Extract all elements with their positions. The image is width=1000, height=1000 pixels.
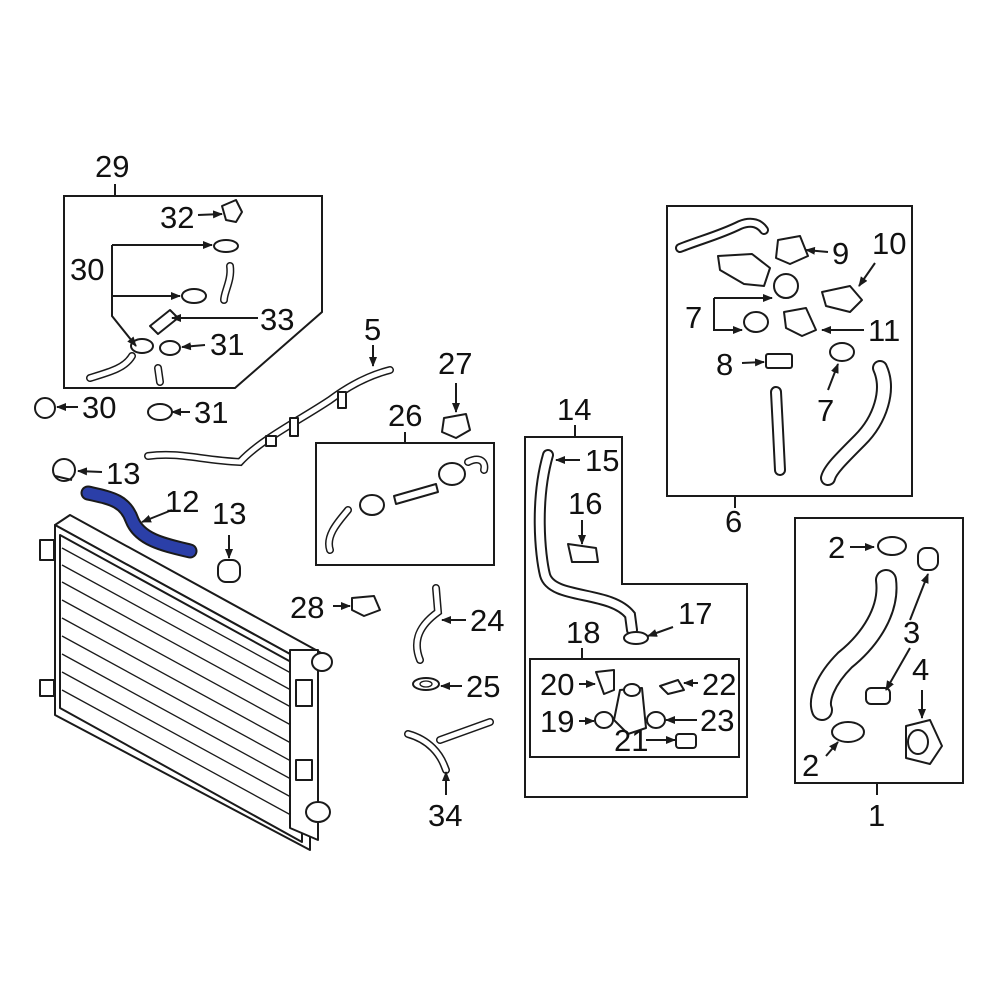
bracket-16 bbox=[567, 543, 599, 563]
group-1-parts bbox=[810, 536, 943, 765]
callout-1: 1 bbox=[868, 798, 885, 833]
group-29-parts bbox=[86, 199, 243, 386]
clamp-27 bbox=[441, 413, 471, 439]
group-box-14 bbox=[524, 436, 748, 798]
callout-29: 29 bbox=[95, 149, 129, 184]
callout-16: 16 bbox=[568, 486, 602, 521]
callout-3: 3 bbox=[903, 615, 920, 650]
clamp-13-left bbox=[52, 458, 76, 482]
radiator bbox=[39, 514, 333, 851]
group-26-parts bbox=[325, 455, 489, 554]
callout-labels: 29 32 30 33 31 30 31 13 12 13 5 27 26 28… bbox=[70, 149, 929, 833]
callout-17: 17 bbox=[678, 596, 712, 631]
callout-2-lower: 2 bbox=[802, 748, 819, 783]
clamp-13-lower bbox=[217, 559, 241, 583]
callout-19: 19 bbox=[540, 704, 574, 739]
callout-7-lower: 7 bbox=[817, 393, 834, 428]
callout-28: 28 bbox=[290, 590, 324, 625]
callout-21: 21 bbox=[614, 723, 648, 758]
callout-22: 22 bbox=[702, 667, 736, 702]
clamp-31-loose bbox=[147, 403, 173, 421]
callout-13-left: 13 bbox=[106, 456, 140, 491]
group-18-parts bbox=[594, 669, 697, 749]
clamp-30-loose bbox=[34, 397, 56, 419]
callout-26: 26 bbox=[388, 398, 422, 433]
callout-30-box: 30 bbox=[70, 252, 104, 287]
callout-25: 25 bbox=[466, 669, 500, 704]
callout-12: 12 bbox=[165, 484, 199, 519]
hose-15 bbox=[533, 449, 638, 636]
callout-8: 8 bbox=[716, 347, 733, 382]
gasket-25 bbox=[412, 677, 440, 691]
leader-lines bbox=[56, 210, 929, 795]
callout-7-bracket: 7 bbox=[685, 300, 702, 335]
clamp-28 bbox=[351, 595, 381, 617]
callout-34: 34 bbox=[428, 798, 462, 833]
callout-32: 32 bbox=[160, 200, 194, 235]
callout-15: 15 bbox=[585, 443, 619, 478]
callout-6: 6 bbox=[725, 504, 742, 539]
callout-31-box: 31 bbox=[210, 327, 244, 362]
callout-24: 24 bbox=[470, 603, 504, 638]
hose-34 bbox=[404, 718, 494, 774]
callout-20: 20 bbox=[540, 667, 574, 702]
callout-13-lower: 13 bbox=[212, 496, 246, 531]
clamp-17 bbox=[623, 631, 649, 645]
callout-9: 9 bbox=[832, 236, 849, 271]
group-box-1 bbox=[794, 517, 964, 784]
callout-4: 4 bbox=[912, 652, 929, 687]
pipe-24 bbox=[412, 584, 443, 664]
callout-31-loose: 31 bbox=[194, 395, 228, 430]
callout-11: 11 bbox=[868, 313, 900, 348]
group-6-parts bbox=[675, 217, 892, 486]
callout-2-upper: 2 bbox=[828, 530, 845, 565]
callout-5: 5 bbox=[364, 312, 381, 347]
pipe-5 bbox=[144, 366, 394, 467]
callout-23: 23 bbox=[700, 703, 734, 738]
group-box-29 bbox=[63, 195, 323, 389]
callout-18: 18 bbox=[566, 615, 600, 650]
callout-27: 27 bbox=[438, 346, 472, 381]
callout-30-loose: 30 bbox=[82, 390, 116, 425]
group-box-18 bbox=[529, 658, 740, 758]
callout-33: 33 bbox=[260, 302, 294, 337]
group-box-6 bbox=[666, 205, 913, 497]
callout-14: 14 bbox=[557, 392, 591, 427]
callout-10: 10 bbox=[872, 226, 906, 261]
